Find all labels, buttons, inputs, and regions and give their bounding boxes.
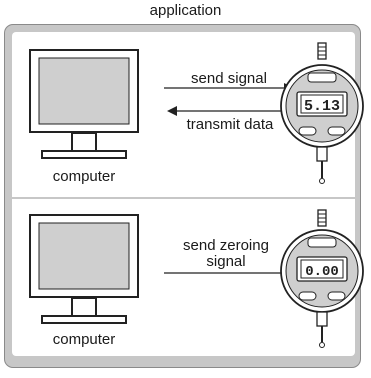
top-panel: 5.13 send signal transmit data computer: [12, 32, 364, 197]
computer-monitor-icon: [29, 214, 139, 324]
bottom-computer-label: computer: [52, 331, 116, 348]
bottom-panel: 0.00 send zeroing signal computer: [12, 199, 364, 356]
top-display-value: 5.13: [304, 98, 340, 115]
top-scene: 5.13: [29, 42, 364, 184]
diagram-title: application: [149, 2, 222, 19]
bottom-scene: 0.00: [29, 209, 364, 348]
bottom-display-value: 0.00: [305, 264, 339, 280]
top-computer-label: computer: [52, 168, 116, 185]
diagram-frame: 5.13 send signal transmit data computer: [4, 24, 364, 368]
transmit-data-arrow: [167, 106, 292, 116]
computer-monitor-icon: [29, 49, 139, 159]
send-signal-label: send signal: [191, 70, 267, 87]
transmit-data-label: transmit data: [186, 116, 274, 133]
digital-indicator-icon: 0.00: [280, 209, 364, 348]
send-zeroing-label-line2: signal: [206, 253, 246, 270]
digital-indicator-icon: 5.13: [280, 42, 364, 184]
send-zeroing-label-line1: send zeroing: [183, 237, 269, 254]
